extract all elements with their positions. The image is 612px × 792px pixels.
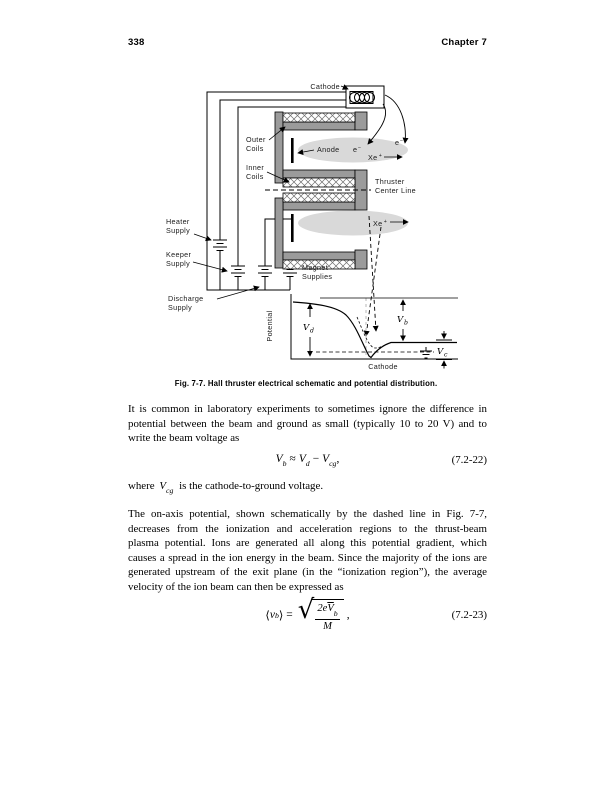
heater-supply-label-2: Supply bbox=[166, 226, 190, 235]
text-line: decreases from the ionization and accele… bbox=[128, 522, 487, 535]
on-axis-potential-dashed-curve bbox=[356, 316, 392, 349]
cathode-assembly bbox=[345, 85, 385, 109]
xenon-label-lower-sup: + bbox=[384, 219, 387, 225]
outer-coil-top bbox=[282, 112, 356, 123]
xenon-label-upper: Xe bbox=[368, 153, 378, 162]
anode-bar-lower bbox=[291, 214, 294, 242]
keeper-battery bbox=[231, 265, 245, 278]
vc-label-sub: c bbox=[444, 352, 448, 359]
upper-plume bbox=[298, 137, 408, 163]
magnetic-structure bbox=[274, 111, 368, 270]
inner-coil-bottom bbox=[282, 192, 356, 203]
vd-label: V bbox=[303, 323, 310, 333]
centerline-label-2: Center Line bbox=[375, 186, 416, 195]
discharge-supply-label-1: Discharge bbox=[168, 294, 204, 303]
plasma-plumes bbox=[298, 137, 408, 236]
xenon-label-upper-sup: + bbox=[379, 153, 382, 159]
plot-cathode-label: Cathode bbox=[368, 362, 398, 371]
potential-plot: Potential Cathode V d V b V c bbox=[265, 294, 458, 371]
electron-label-1: e bbox=[353, 145, 357, 154]
magnet-supplies-label-2: Supplies bbox=[302, 272, 332, 281]
discharge-battery bbox=[258, 265, 272, 278]
outer-coils-label-2: Coils bbox=[246, 144, 264, 153]
equation-7-2-22: Vb≈Vd−Vcg, (7.2-22) bbox=[128, 452, 487, 468]
text-line: potential between the beam and ground as… bbox=[128, 417, 487, 430]
vc-dimension-arrow bbox=[436, 331, 452, 369]
plot-axes bbox=[290, 294, 458, 360]
text-line: generated upstream of the exit plane (in… bbox=[128, 566, 487, 579]
electron-label-1-sup: − bbox=[358, 145, 361, 151]
label-arrows bbox=[192, 84, 409, 300]
chapter-header: Chapter 7 bbox=[441, 37, 487, 48]
keeper-supply-label-1: Keeper bbox=[166, 250, 192, 259]
electron-arrow-left bbox=[367, 103, 387, 145]
text-line: plasma potential. Ions are generated all… bbox=[128, 537, 487, 550]
discharge-supply-label-2: Supply bbox=[168, 303, 192, 312]
inner-coils-label-2: Coils bbox=[246, 172, 264, 181]
equation-body: Vb≈Vd−Vcg, bbox=[275, 452, 340, 469]
paragraph-1: It is common in laboratory experiments t… bbox=[128, 402, 487, 446]
potential-axis-label: Potential bbox=[265, 310, 274, 341]
electron-arrows bbox=[367, 94, 409, 145]
text-line: It is common in laboratory experiments t… bbox=[128, 403, 487, 415]
magnet-supplies-label-1: Magnet bbox=[302, 263, 328, 272]
page-number: 338 bbox=[128, 37, 145, 48]
electron-label-2: e bbox=[395, 138, 399, 147]
text-line: The on-axis potential, shown schematical… bbox=[128, 508, 487, 520]
text-line: velocity of the ion beam can then be exp… bbox=[128, 580, 344, 593]
exit-plane-dashed-lines bbox=[363, 215, 382, 337]
vd-label-sub: d bbox=[310, 328, 314, 335]
keeper-supply-label-2: Supply bbox=[166, 259, 190, 268]
inner-coil-top bbox=[282, 177, 356, 188]
centerline-label-1: Thruster bbox=[375, 177, 405, 186]
coil-windings bbox=[282, 112, 356, 270]
fraction: 2eVb M bbox=[315, 603, 340, 632]
anode-label: Anode bbox=[317, 145, 340, 154]
equation-number: (7.2-23) bbox=[451, 609, 487, 621]
anode-bar-upper bbox=[291, 138, 294, 163]
vc-label: V bbox=[437, 347, 444, 357]
outer-coils-label-1: Outer bbox=[246, 135, 266, 144]
text-line: write the beam voltage as bbox=[128, 432, 240, 445]
inner-coils-label-1: Inner bbox=[246, 163, 264, 172]
vb-label-sub: b bbox=[404, 320, 408, 327]
vb-label: V bbox=[397, 315, 404, 325]
equation-number: (7.2-22) bbox=[451, 454, 487, 466]
radical: √ 2eVb M bbox=[298, 597, 344, 632]
outer-coil-bottom bbox=[282, 259, 356, 270]
where-line: where Vcg is the cathode-to-ground volta… bbox=[128, 480, 324, 496]
text-line: causes a spread in the ion energy in the… bbox=[128, 551, 487, 564]
heater-battery bbox=[213, 239, 227, 252]
paragraph-2: The on-axis potential, shown schematical… bbox=[128, 507, 487, 594]
heater-supply-label-1: Heater bbox=[166, 217, 190, 226]
potential-curve bbox=[292, 301, 457, 359]
electron-arrow-right bbox=[384, 94, 409, 144]
figure-hall-thruster: Cathode Outer Coils Inner Coils Anode e … bbox=[166, 82, 458, 371]
figure-caption: Fig. 7-7. Hall thruster electrical schem… bbox=[174, 379, 438, 388]
electron-label-2-sup: − bbox=[400, 138, 403, 144]
lower-plume bbox=[298, 210, 408, 236]
cathode-label: Cathode bbox=[310, 82, 340, 91]
ground-symbol bbox=[420, 347, 432, 359]
xenon-label-lower: Xe bbox=[373, 219, 383, 228]
